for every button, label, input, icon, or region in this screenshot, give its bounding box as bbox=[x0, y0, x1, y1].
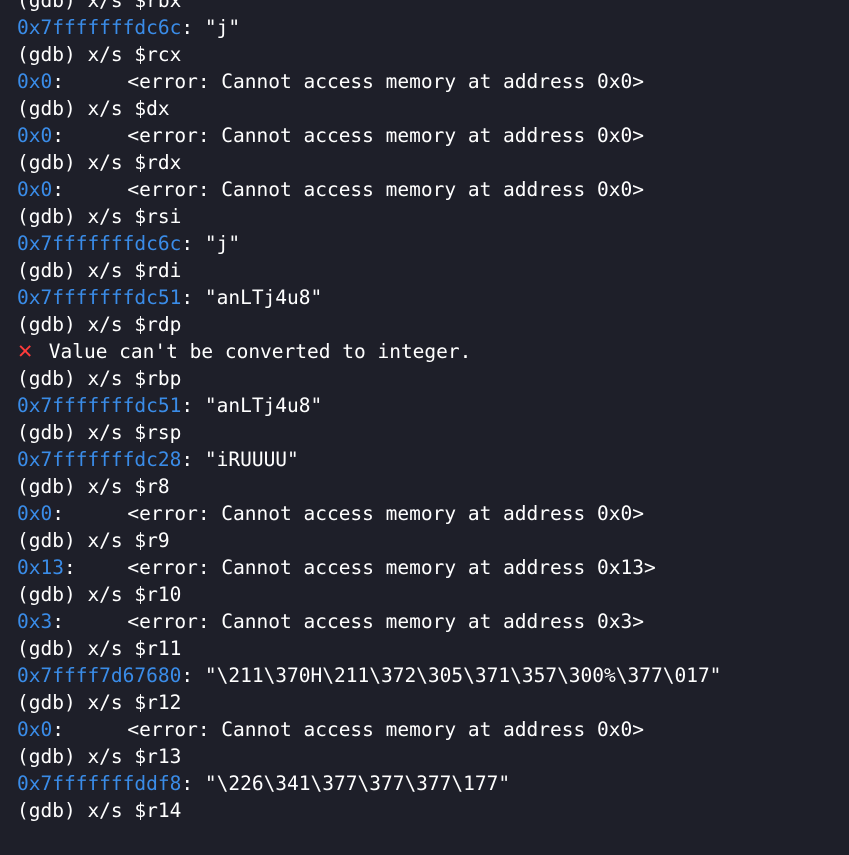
memory-error-line: 0x0: <error: Cannot access memory at addr… bbox=[0, 176, 849, 203]
command-text: (gdb) x/s $r14 bbox=[17, 799, 182, 822]
memory-output-line: 0x7fffffffdc28: "iRUUUU" bbox=[0, 446, 849, 473]
memory-address: 0x7fffffffdc6c bbox=[17, 16, 182, 39]
memory-error-line: 0x0: <error: Cannot access memory at addr… bbox=[0, 716, 849, 743]
gdb-command-line: (gdb) x/s $rdp bbox=[0, 311, 849, 338]
error-message: <error: Cannot access memory at address … bbox=[127, 502, 644, 525]
command-text: (gdb) x/s $rdp bbox=[17, 313, 182, 336]
memory-address: 0x0 bbox=[17, 70, 53, 93]
address-separator: : bbox=[52, 718, 64, 741]
gdb-command-line: (gdb) x/s $r9 bbox=[0, 527, 849, 554]
memory-error-line: 0x13: <error: Cannot access memory at add… bbox=[0, 554, 849, 581]
string-value: "j" bbox=[193, 232, 241, 255]
gdb-command-line: (gdb) x/s $r13 bbox=[0, 743, 849, 770]
memory-address: 0x3 bbox=[17, 610, 53, 633]
memory-error-line: 0x0: <error: Cannot access memory at addr… bbox=[0, 68, 849, 95]
string-value: "anLTj4u8" bbox=[193, 286, 323, 309]
error-message: <error: Cannot access memory at address … bbox=[127, 70, 644, 93]
gdb-command-line: (gdb) x/s $rbp bbox=[0, 365, 849, 392]
memory-error-line: 0x0: <error: Cannot access memory at addr… bbox=[0, 122, 849, 149]
red-x-icon: ✕ bbox=[17, 340, 34, 363]
address-separator: : bbox=[52, 178, 64, 201]
gdb-command-line: (gdb) x/s $rsp bbox=[0, 419, 849, 446]
memory-address: 0x0 bbox=[17, 718, 53, 741]
memory-output-line: 0x7fffffffdc6c: "j" bbox=[0, 14, 849, 41]
memory-address: 0x7ffff7d67680 bbox=[17, 664, 182, 687]
address-separator: : bbox=[181, 448, 194, 471]
address-separator: : bbox=[181, 772, 194, 795]
command-text: (gdb) x/s $rdi bbox=[17, 259, 182, 282]
address-separator: : bbox=[181, 16, 194, 39]
gdb-command-line: (gdb) x/s $rcx bbox=[0, 41, 849, 68]
gdb-command-line: (gdb) x/s $rdx bbox=[0, 149, 849, 176]
memory-output-line: 0x7fffffffdc51: "anLTj4u8" bbox=[0, 284, 849, 311]
address-separator: : bbox=[52, 610, 64, 633]
memory-address: 0x7fffffffdc28 bbox=[17, 448, 182, 471]
address-separator: : bbox=[63, 556, 76, 579]
memory-error-line: 0x0: <error: Cannot access memory at addr… bbox=[0, 500, 849, 527]
memory-address: 0x0 bbox=[17, 124, 53, 147]
command-text: (gdb) x/s $rsi bbox=[17, 205, 182, 228]
memory-address: 0x7fffffffddf8 bbox=[17, 772, 182, 795]
command-text: (gdb) x/s $rcx bbox=[17, 43, 182, 66]
gdb-command-line: (gdb) x/s $r8 bbox=[0, 473, 849, 500]
memory-address: 0x0 bbox=[17, 178, 53, 201]
command-text: (gdb) x/s $rbx bbox=[17, 0, 182, 12]
gdb-command-line: (gdb) x/s $dx bbox=[0, 95, 849, 122]
memory-address: 0x7fffffffdc51 bbox=[17, 286, 182, 309]
command-text: (gdb) x/s $rbp bbox=[17, 367, 182, 390]
command-text: (gdb) x/s $rsp bbox=[17, 421, 182, 444]
string-value: "j" bbox=[193, 16, 241, 39]
command-text: (gdb) x/s $rdx bbox=[17, 151, 182, 174]
command-text: (gdb) x/s $r13 bbox=[17, 745, 182, 768]
memory-output-line: 0x7fffffffddf8: "\226\341\377\377\377\17… bbox=[0, 770, 849, 797]
command-text: (gdb) x/s $r9 bbox=[17, 529, 170, 552]
error-message: <error: Cannot access memory at address … bbox=[127, 610, 644, 633]
string-value: "\211\370H\211\372\305\371\357\300%\377\… bbox=[193, 664, 722, 687]
memory-address: 0x7fffffffdc6c bbox=[17, 232, 182, 255]
string-value: "iRUUUU" bbox=[193, 448, 299, 471]
memory-address: 0x7fffffffdc51 bbox=[17, 394, 182, 417]
string-value: "\226\341\377\377\377\177" bbox=[193, 772, 511, 795]
gdb-command-line: (gdb) x/s $rbx bbox=[0, 0, 849, 14]
memory-address: 0x13 bbox=[17, 556, 64, 579]
gdb-command-line: (gdb) x/s $rdi bbox=[0, 257, 849, 284]
error-message: <error: Cannot access memory at address … bbox=[127, 556, 656, 579]
command-text: (gdb) x/s $r12 bbox=[17, 691, 182, 714]
gdb-command-line: (gdb) x/s $r11 bbox=[0, 635, 849, 662]
command-text: (gdb) x/s $r11 bbox=[17, 637, 182, 660]
error-message: <error: Cannot access memory at address … bbox=[127, 178, 644, 201]
memory-output-line: 0x7fffffffdc6c: "j" bbox=[0, 230, 849, 257]
error-message: <error: Cannot access memory at address … bbox=[127, 718, 644, 741]
command-text: (gdb) x/s $dx bbox=[17, 97, 170, 120]
address-separator: : bbox=[181, 286, 194, 309]
string-value: "anLTj4u8" bbox=[193, 394, 323, 417]
command-text: (gdb) x/s $r10 bbox=[17, 583, 182, 606]
address-separator: : bbox=[181, 232, 194, 255]
memory-error-line: 0x3: <error: Cannot access memory at addr… bbox=[0, 608, 849, 635]
address-separator: : bbox=[181, 394, 194, 417]
address-separator: : bbox=[52, 502, 64, 525]
address-separator: : bbox=[52, 124, 64, 147]
address-separator: : bbox=[52, 70, 64, 93]
gdb-command-line: (gdb) x/s $r12 bbox=[0, 689, 849, 716]
memory-output-line: 0x7fffffffdc51: "anLTj4u8" bbox=[0, 392, 849, 419]
failure-message-line: ✕ Value can't be converted to integer. bbox=[0, 338, 849, 365]
failure-text: Value can't be converted to integer. bbox=[37, 340, 472, 363]
command-text: (gdb) x/s $r8 bbox=[17, 475, 170, 498]
error-message: <error: Cannot access memory at address … bbox=[127, 124, 644, 147]
address-separator: : bbox=[181, 664, 194, 687]
gdb-command-line: (gdb) x/s $rsi bbox=[0, 203, 849, 230]
memory-address: 0x0 bbox=[17, 502, 53, 525]
memory-output-line: 0x7ffff7d67680: "\211\370H\211\372\305\3… bbox=[0, 662, 849, 689]
gdb-command-line: (gdb) x/s $r14 bbox=[0, 797, 849, 824]
gdb-command-line: (gdb) x/s $r10 bbox=[0, 581, 849, 608]
